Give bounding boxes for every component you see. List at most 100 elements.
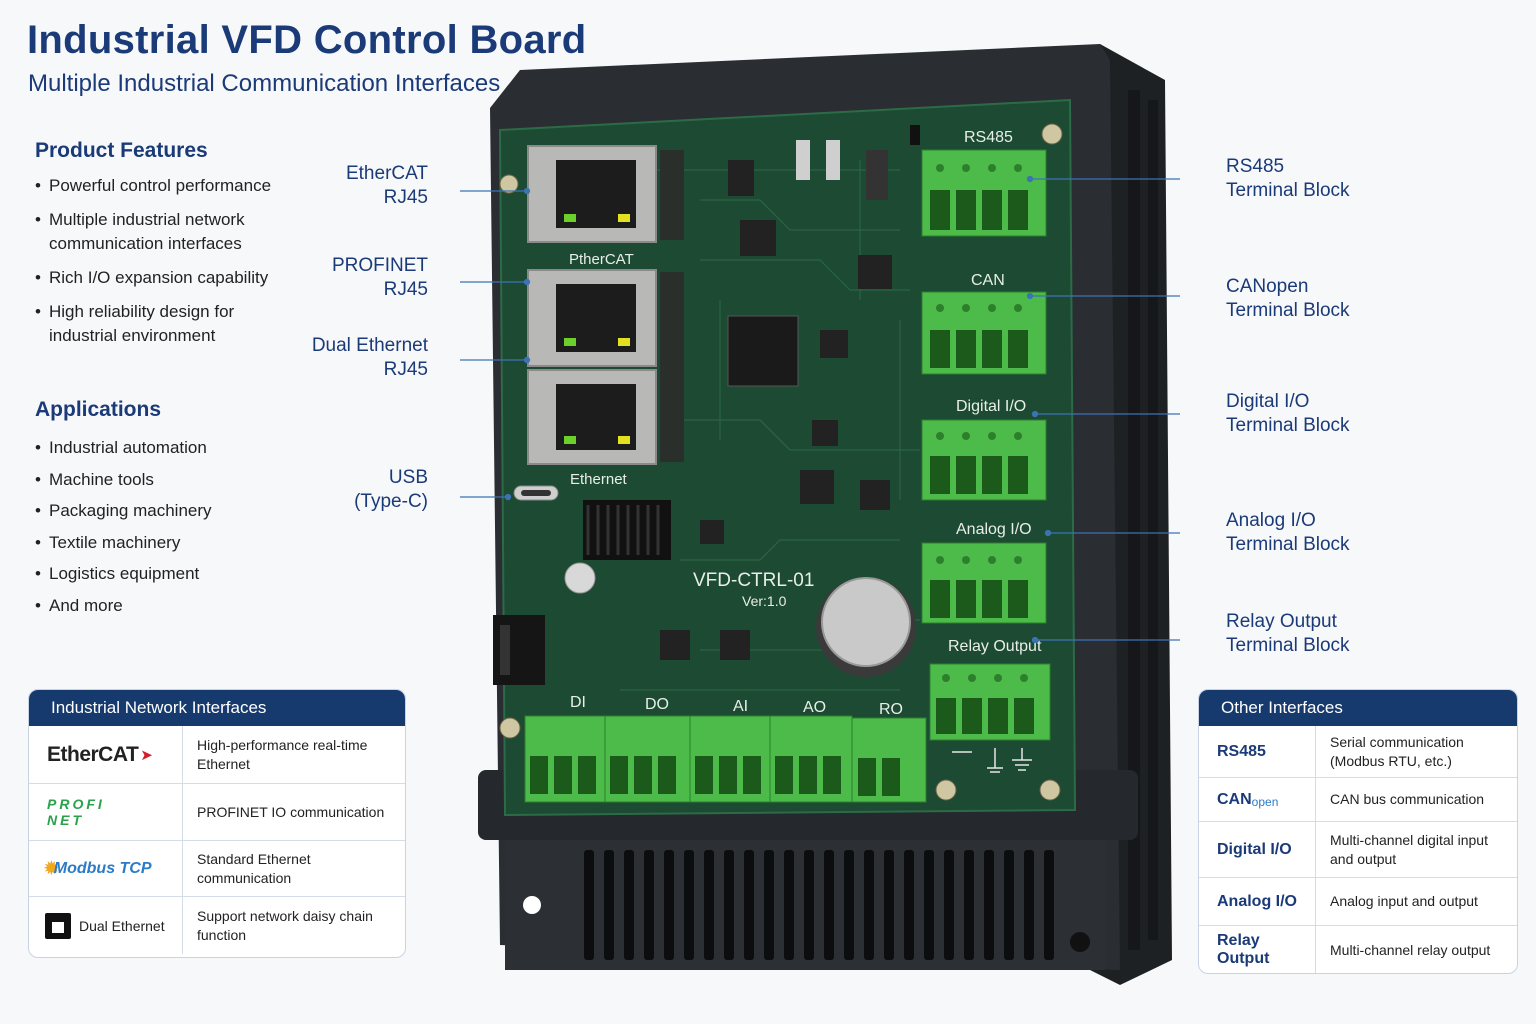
other-row-name: Analog I/O — [1199, 878, 1316, 925]
board-model: VFD-CTRL-01 — [693, 570, 814, 591]
application-item: And more — [35, 594, 285, 618]
screws — [499, 123, 1063, 801]
profinet-logo: PROFI NET — [29, 784, 183, 840]
ethercat-logo-text: EtherCAT — [47, 742, 139, 766]
callout-line2: Terminal Block — [1226, 534, 1350, 555]
callout-usb-type-c: USB (Type-C) — [300, 466, 428, 514]
other-row-name: Relay Output — [1199, 926, 1316, 973]
other-row-desc: Serial communication (Modbus RTU, etc.) — [1330, 733, 1464, 769]
dual-ethernet-logo: Dual Ethernet — [29, 897, 183, 954]
silk-ai: AI — [733, 698, 748, 715]
silk-relay-output: Relay Output — [948, 638, 1042, 655]
callout-analog-io-terminal: Analog I/O Terminal Block — [1226, 509, 1426, 557]
network-row-profinet: PROFI NET PROFINET IO communication — [29, 784, 405, 841]
can-terminal-block — [921, 291, 1047, 375]
application-item: Machine tools — [35, 468, 285, 492]
ao-terminal-block — [769, 715, 853, 803]
callout-line2: Terminal Block — [1226, 180, 1350, 201]
callout-line2: Terminal Block — [1226, 635, 1350, 656]
silk-ethernet: Ethernet — [570, 471, 628, 488]
analog-io-terminal-block — [921, 542, 1047, 624]
heatsink — [583, 500, 671, 560]
silk-digital-io: Digital I/O — [956, 398, 1026, 415]
callout-line2: RJ45 — [383, 187, 428, 208]
silk-di: DI — [570, 694, 586, 711]
other-card-heading: Other Interfaces — [1199, 690, 1517, 726]
digital-io-terminal-block — [921, 419, 1047, 501]
callout-line2: Terminal Block — [1226, 300, 1350, 321]
modbus-logo-text: Modbus TCP — [53, 859, 152, 877]
ethercat-logo: EtherCAT ➤ — [29, 726, 183, 783]
network-interfaces-card: Industrial Network Interfaces EtherCAT ➤… — [28, 689, 406, 958]
application-item: Packaging machinery — [35, 499, 285, 523]
callout-line1: Relay Output — [1226, 611, 1337, 632]
application-item: Logistics equipment — [35, 562, 285, 586]
callout-rs485-terminal: RS485 Terminal Block — [1226, 155, 1426, 203]
callout-line1: Digital I/O — [1226, 391, 1310, 412]
arrow-icon: ➤ — [140, 746, 153, 764]
network-row-modbus: ✹ Modbus TCP Standard Ethernet communica… — [29, 841, 405, 897]
network-row-dual-ethernet: Dual Ethernet Support network daisy chai… — [29, 897, 405, 954]
page-title: Industrial VFD Control Board — [27, 18, 587, 62]
ethercat-rj45-port — [527, 145, 684, 243]
other-row-desc: Multi-channel relay output — [1330, 941, 1491, 958]
canopen-logo-open: open — [1251, 794, 1279, 809]
callout-line2: RJ45 — [383, 279, 428, 300]
network-row-desc: PROFINET IO communication — [197, 803, 385, 820]
mounting-hole — [523, 896, 541, 914]
other-row-relay-output: Relay Output Multi-channel relay output — [1199, 926, 1517, 973]
silk-can: CAN — [971, 272, 1005, 289]
network-row-desc: Support network daisy chain function — [197, 907, 373, 943]
silk-analog-io: Analog I/O — [956, 521, 1032, 538]
pcb — [493, 98, 1077, 817]
control-board-illustration: PtherCAT Ethernet VFD-CTRL-01 Ver:1.0 RS… — [460, 44, 1180, 985]
ground-symbol — [952, 748, 1032, 773]
callout-line1: RS485 — [1226, 156, 1285, 177]
callout-line1: Analog I/O — [1226, 510, 1316, 531]
callout-line2: RJ45 — [383, 359, 428, 380]
features-list: Powerful control performance Multiple in… — [35, 174, 285, 348]
capacitor — [564, 562, 596, 594]
callout-line1: USB — [388, 467, 428, 488]
vent-slots — [523, 850, 1090, 960]
profinet-logo-text: PROFI NET — [47, 796, 105, 828]
applications-list: Industrial automation Machine tools Pack… — [35, 436, 285, 618]
dual-ethernet-logo-text: Dual Ethernet — [79, 917, 165, 934]
modbus-logo: ✹ Modbus TCP — [29, 841, 183, 896]
callout-profinet-rj45: PROFINET RJ45 — [300, 254, 428, 302]
callout-line1: EtherCAT — [345, 163, 428, 184]
dual-ethernet-rj45-port — [527, 272, 684, 465]
callout-canopen-terminal: CANopen Terminal Block — [1226, 275, 1426, 323]
feature-item: Powerful control performance — [35, 174, 285, 198]
ro-terminal-block — [851, 717, 927, 803]
callout-relay-output-terminal: Relay Output Terminal Block — [1226, 610, 1426, 658]
ai-terminal-block — [689, 715, 771, 803]
profinet-rj45-port — [527, 269, 657, 367]
application-item: Textile machinery — [35, 531, 285, 555]
application-item: Industrial automation — [35, 436, 285, 460]
board-version: Ver:1.0 — [742, 593, 787, 609]
rs485-terminal-block — [921, 149, 1047, 237]
canopen-logo-can: CAN — [1217, 790, 1252, 808]
callout-line1: CANopen — [1226, 276, 1309, 297]
relay-output-terminal-block — [929, 663, 1051, 741]
other-row-desc: CAN bus communication — [1330, 791, 1485, 807]
silk-ao: AO — [803, 699, 826, 716]
silk-do: DO — [645, 696, 669, 713]
main-processor-chip — [727, 315, 799, 387]
coin-cell-battery — [821, 577, 911, 667]
di-terminal-block — [524, 715, 611, 803]
feature-item: Rich I/O expansion capability — [35, 266, 285, 290]
other-row-desc: Multi-channel digital input and output — [1330, 831, 1488, 867]
callout-dual-ethernet-rj45: Dual Ethernet RJ45 — [290, 334, 428, 382]
callout-line2: (Type-C) — [354, 491, 428, 512]
silk-ro: RO — [879, 701, 903, 718]
network-row-ethercat: EtherCAT ➤ High-performance real-time Et… — [29, 726, 405, 784]
silk-ethercat: PtherCAT — [569, 251, 634, 268]
callout-digital-io-terminal: Digital I/O Terminal Block — [1226, 390, 1426, 438]
other-row-digital-io: Digital I/O Multi-channel digital input … — [1199, 822, 1517, 878]
callout-ethercat-rj45: EtherCAT RJ45 — [300, 162, 428, 210]
page-subtitle: Multiple Industrial Communication Interf… — [28, 70, 501, 97]
